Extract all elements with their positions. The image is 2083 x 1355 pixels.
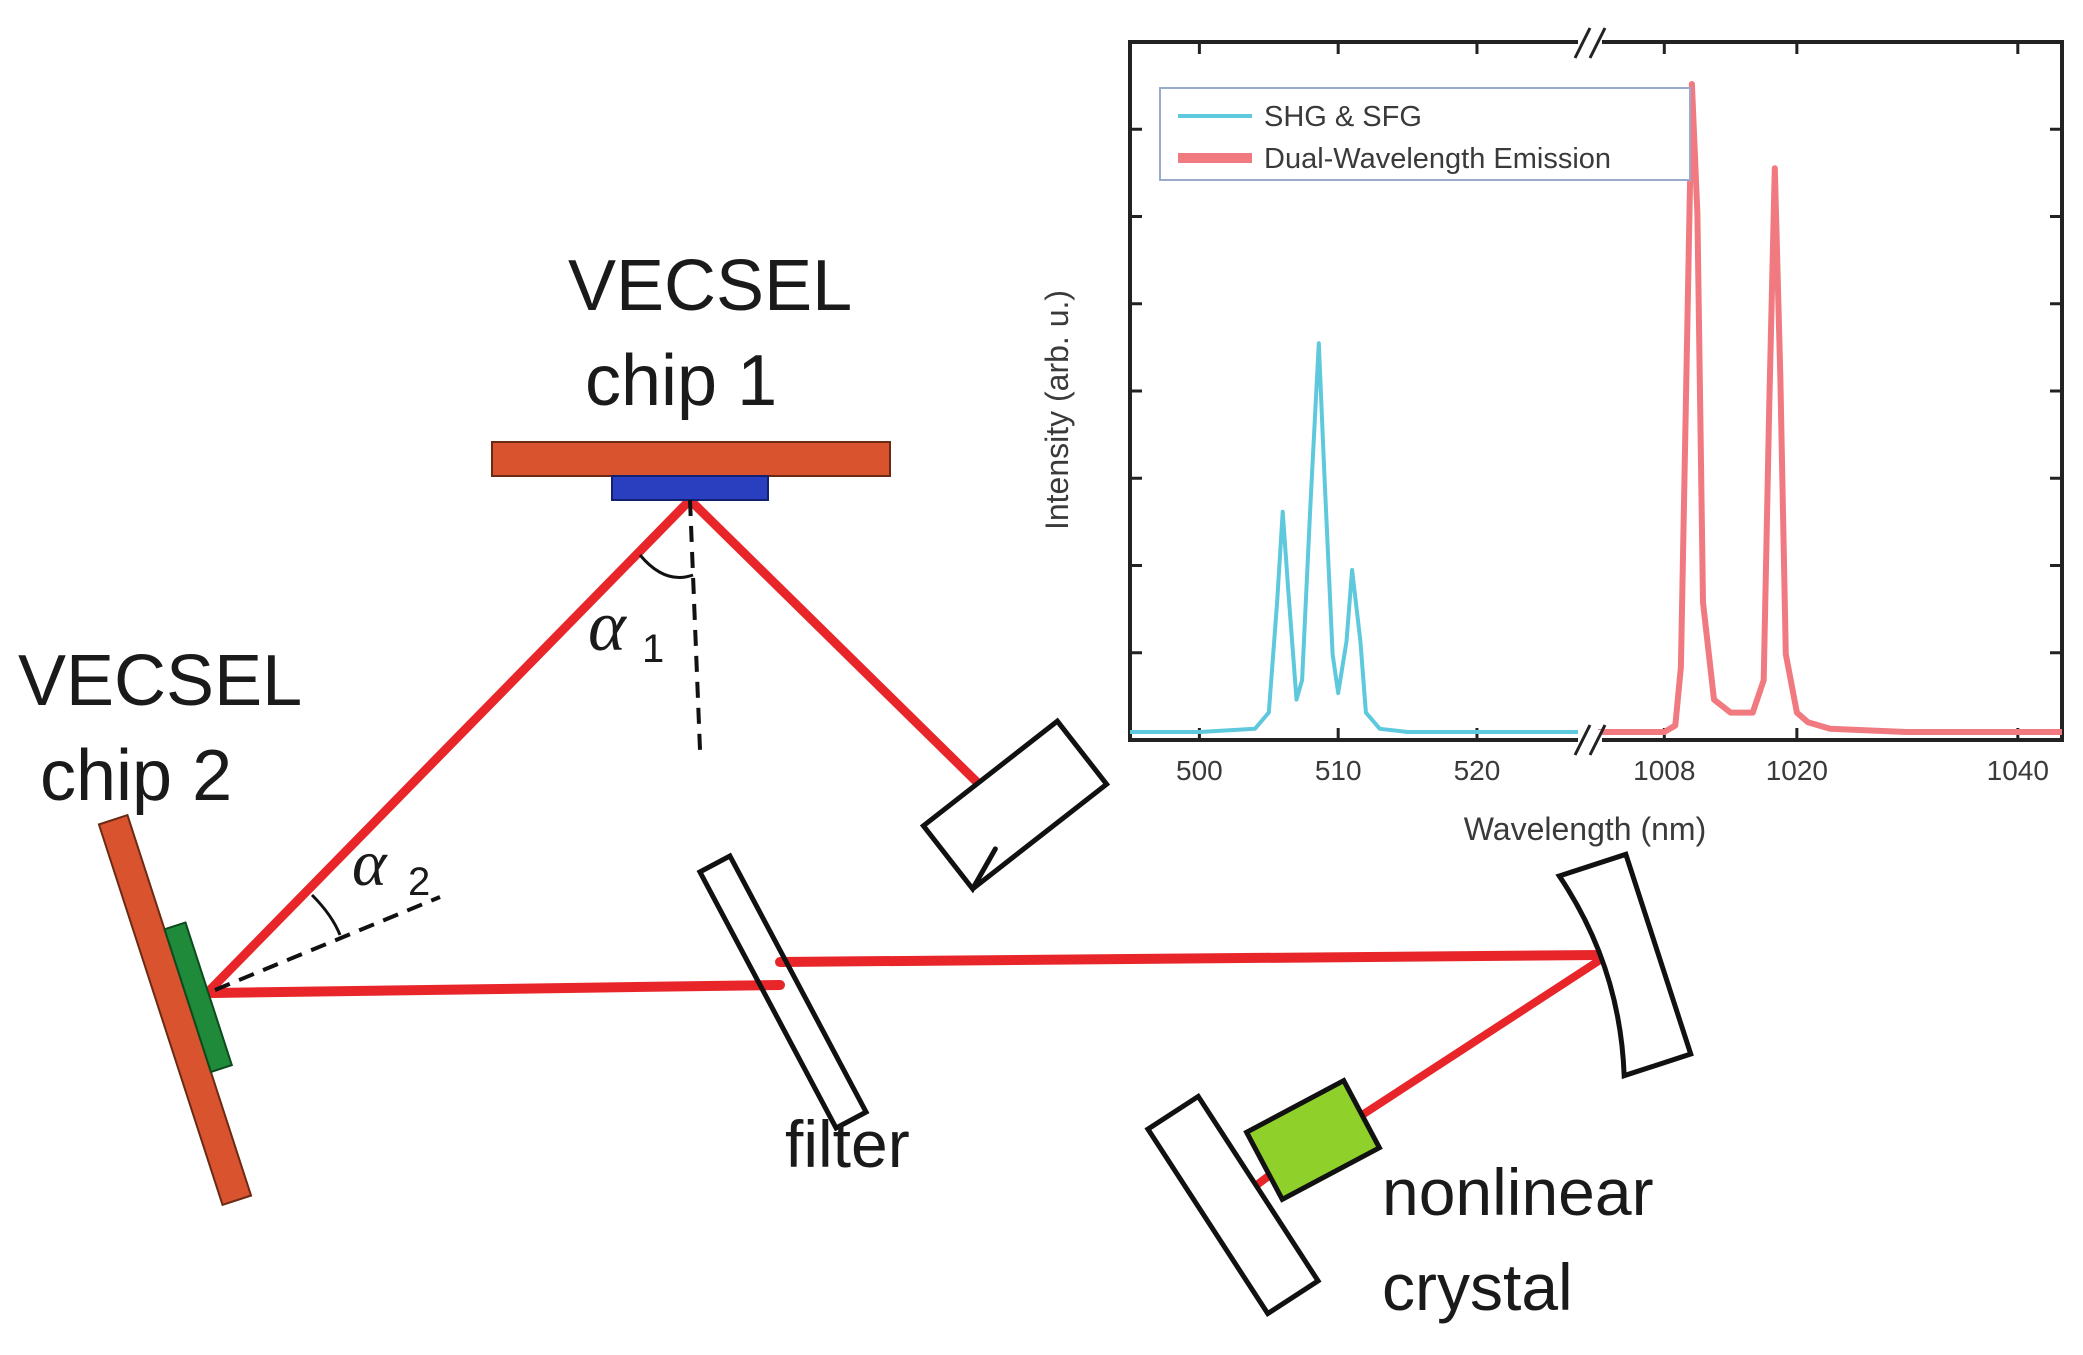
end-mirror xyxy=(1144,1092,1322,1318)
laser-beam-path xyxy=(205,495,1605,1194)
chip2-gain-region xyxy=(163,921,234,1074)
x-tick-label: 520 xyxy=(1454,755,1501,786)
y-axis-label: Intensity (arb. u.) xyxy=(1039,290,1075,530)
x-tick-label: 1020 xyxy=(1766,755,1828,786)
curved-mirror-2-shape xyxy=(1555,851,1694,1080)
beam-chip1-to-mirror1 xyxy=(685,495,995,800)
x-tick-label: 1040 xyxy=(1987,755,2049,786)
chip1-gain-region xyxy=(611,475,769,501)
filter-label: filter xyxy=(785,1107,910,1181)
chip2-label-line2: chip 2 xyxy=(40,736,232,816)
alpha1-symbol: α xyxy=(588,586,627,666)
chip1-heatsink xyxy=(491,441,891,477)
alpha1-subscript: 1 xyxy=(642,627,664,671)
x-tick-label: 500 xyxy=(1176,755,1223,786)
beam-filter-to-mirror2 xyxy=(775,950,1605,967)
x-tick-label: 1008 xyxy=(1633,755,1695,786)
chip2-label-line1: VECSEL xyxy=(18,641,302,721)
alpha2-subscript: 2 xyxy=(408,860,430,904)
x-tick-label: 510 xyxy=(1315,755,1362,786)
chip2-heatsink xyxy=(97,813,253,1207)
curved-mirror-1 xyxy=(919,717,1111,894)
end-mirror-plate xyxy=(1144,1092,1322,1318)
nonlinear-crystal xyxy=(1243,1077,1383,1203)
x-axis-label: Wavelength (nm) xyxy=(1464,811,1706,847)
legend-box xyxy=(1159,87,1691,181)
alpha2-arc xyxy=(310,893,342,936)
curved-mirror-2 xyxy=(1555,851,1694,1080)
vecsel-chip-2 xyxy=(97,813,253,1207)
alpha1-arc xyxy=(638,554,694,579)
plot-legend: SHG & SFG Dual-Wavelength Emission xyxy=(1159,87,1691,181)
filter-element xyxy=(696,852,870,1132)
angle-alpha1-marker: α 1 xyxy=(588,499,702,751)
crystal-block xyxy=(1243,1077,1383,1203)
curved-mirror-1-shape xyxy=(919,717,1111,894)
crystal-label-line1: nonlinear xyxy=(1382,1155,1654,1229)
chip1-normal-dashed xyxy=(688,499,702,751)
plot-series-layer xyxy=(1130,81,2062,735)
legend-label-shg: SHG & SFG xyxy=(1264,101,1422,133)
chip2-normal-dashed xyxy=(214,895,441,992)
y-axis-ticks xyxy=(1130,127,2062,655)
spectrum-plot: 500 510 520 1008 1020 1040 SHG & SFG Dual-Wav… xyxy=(1039,27,2064,847)
beam-chip2-to-filter xyxy=(207,980,785,998)
series-line-dual-wavelength-emission xyxy=(1598,81,2062,735)
angle-alpha2-marker: α 2 xyxy=(214,827,441,992)
legend-label-emission: Dual-Wavelength Emission xyxy=(1264,143,1611,175)
chip1-label-line1: VECSEL xyxy=(568,246,852,326)
crystal-label-line2: crystal xyxy=(1382,1250,1573,1324)
x-axis-break-top xyxy=(1573,27,1607,59)
beam-chip2-to-chip1 xyxy=(205,495,695,995)
x-axis-break-bottom xyxy=(1573,724,1607,756)
vecsel-chip-1 xyxy=(491,441,891,501)
chip1-label-line2: chip 1 xyxy=(585,341,777,421)
filter-plate xyxy=(696,852,870,1132)
x-axis-ticks: 500 510 520 1008 1020 1040 xyxy=(1176,42,2049,786)
alpha2-symbol: α xyxy=(352,827,388,900)
series-line-shg-sfg xyxy=(1130,341,1588,734)
